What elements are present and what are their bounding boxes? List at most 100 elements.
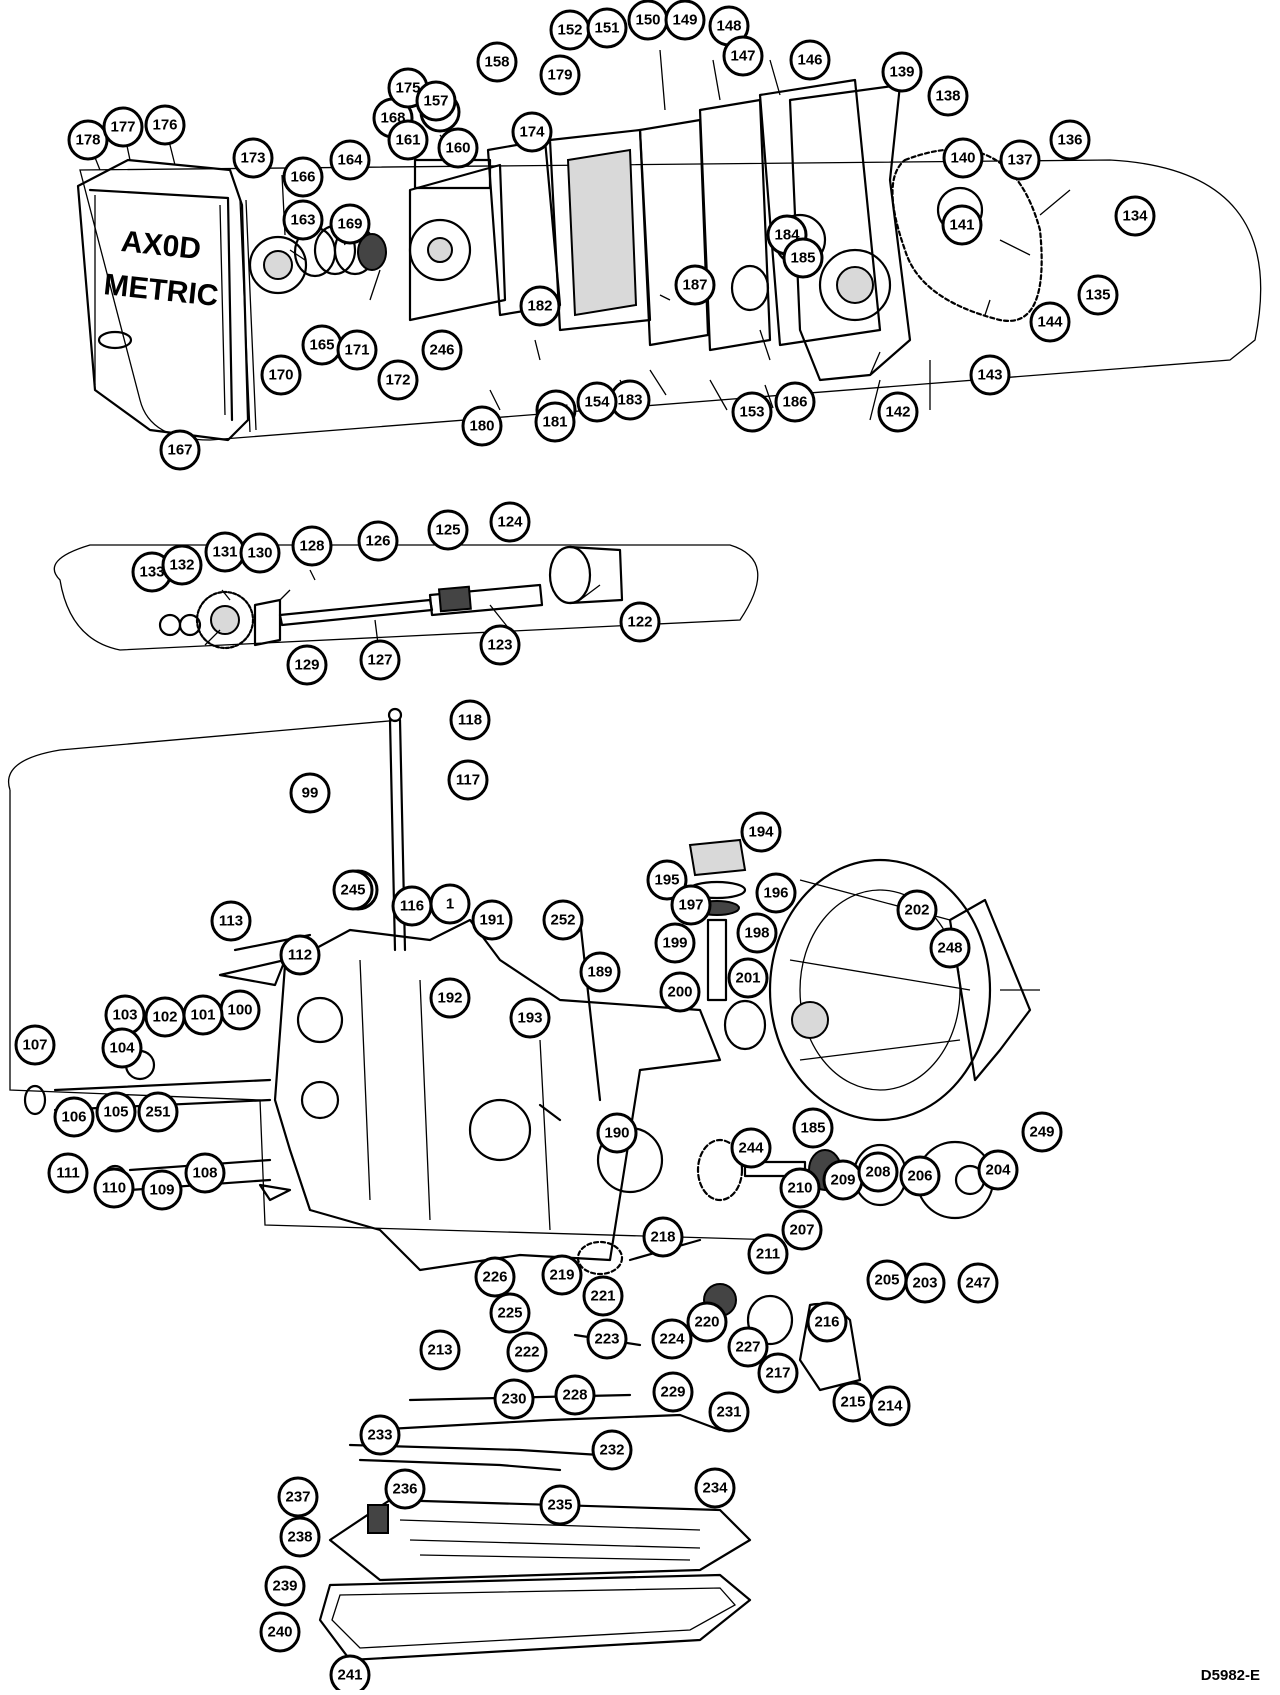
- callout-number: 241: [337, 1667, 362, 1684]
- callout-number: 210: [787, 1180, 812, 1197]
- callout-bubble: [881, 51, 923, 93]
- callout-bubble: [329, 139, 371, 181]
- callout-number: 122: [627, 614, 652, 631]
- callout-bubble: [415, 80, 457, 122]
- callout-number: 208: [865, 1164, 890, 1181]
- callout-bubble: [47, 1152, 89, 1194]
- callout-number: 198: [744, 925, 769, 942]
- callout-bubble: [141, 1169, 183, 1211]
- callout-bubble: [755, 872, 797, 914]
- callout-number: 193: [517, 1010, 542, 1027]
- callout-number: 133: [139, 564, 164, 581]
- callout-number: 170: [268, 367, 293, 384]
- callout-bubble: [286, 644, 328, 686]
- callout-108: 108: [184, 1152, 226, 1194]
- callout-bubble: [519, 285, 561, 327]
- callout-number: 195: [654, 872, 679, 889]
- callout-bubble: [1049, 119, 1091, 161]
- callout-number: 175: [395, 80, 420, 97]
- callout-bubble: [421, 329, 463, 371]
- callout-bubble: [1114, 195, 1156, 237]
- callout-200: 200: [659, 971, 701, 1013]
- callout-196: 196: [755, 872, 797, 914]
- callout-bubble: [582, 1275, 624, 1317]
- callout-number: 135: [1085, 287, 1110, 304]
- callout-number: 200: [667, 984, 692, 1001]
- callout-bubble: [437, 127, 479, 169]
- callout-number: 150: [635, 12, 660, 29]
- callout-bubble: [329, 203, 371, 245]
- callout-100: 100: [219, 989, 261, 1031]
- callout-134: 134: [1114, 195, 1156, 237]
- callout-number: 224: [659, 1331, 685, 1348]
- callout-195: 195: [646, 859, 688, 901]
- callout-227: 227: [727, 1326, 769, 1368]
- callout-104: 104: [101, 1027, 143, 1069]
- callout-number: 118: [458, 712, 482, 729]
- callout-number: 186: [782, 394, 807, 411]
- callout-232: 232: [591, 1429, 633, 1471]
- callout-number: 124: [497, 514, 523, 531]
- callout-number: 230: [501, 1391, 526, 1408]
- callout-number: 129: [294, 657, 319, 674]
- callout-bubble: [493, 1378, 535, 1420]
- callout-number: 117: [456, 772, 480, 789]
- callout-number: 130: [247, 545, 272, 562]
- callout-235: 235: [539, 1484, 581, 1526]
- callout-251: 251: [137, 1091, 179, 1133]
- callout-number: 157: [423, 93, 448, 110]
- callout-number: 112: [288, 947, 312, 964]
- callout-number: 223: [594, 1331, 619, 1348]
- callout-number: 1: [446, 896, 454, 913]
- callout-number: 183: [617, 392, 642, 409]
- callout-117: 117: [447, 759, 489, 801]
- callout-number: 102: [152, 1009, 177, 1026]
- callout-129: 129: [286, 644, 328, 686]
- callout-174: 174: [511, 111, 553, 153]
- callout-bubble: [757, 1352, 799, 1394]
- callout-bubble: [730, 1127, 772, 1169]
- callout-118: 118: [449, 699, 491, 741]
- callout-244: 244: [730, 1127, 772, 1169]
- callout-number: 165: [309, 337, 334, 354]
- callout-109: 109: [141, 1169, 183, 1211]
- callout-bubble: [664, 0, 706, 41]
- callout-bubble: [708, 1391, 750, 1433]
- callout-bubble: [419, 1329, 461, 1371]
- callout-bubble: [260, 354, 302, 396]
- callout-bubble: [1029, 301, 1071, 343]
- callout-number: 161: [395, 132, 420, 149]
- callout-number: 204: [985, 1162, 1011, 1179]
- callout-bubble: [279, 1516, 321, 1558]
- callout-number: 252: [550, 912, 575, 929]
- callout-number: 136: [1057, 132, 1082, 149]
- callout-219: 219: [541, 1254, 583, 1296]
- callout-number: 144: [1037, 314, 1063, 331]
- callout-number: 199: [662, 935, 687, 952]
- callout-number: 180: [469, 418, 494, 435]
- callout-number: 213: [427, 1342, 452, 1359]
- callout-number: 245: [340, 882, 365, 899]
- case-label-line2: METRIC: [102, 268, 220, 313]
- callout-163: 163: [282, 199, 324, 241]
- callout-140: 140: [942, 137, 984, 179]
- callout-124: 124: [489, 501, 531, 543]
- callout-217: 217: [757, 1352, 799, 1394]
- callout-number: 148: [716, 18, 741, 35]
- callout-number: 185: [790, 250, 815, 267]
- callout-152: 152: [549, 9, 591, 51]
- side-cover: AX0D METRIC: [76, 158, 250, 442]
- callout-bubble: [869, 1385, 911, 1427]
- callout-149: 149: [664, 0, 706, 41]
- callout-number: 219: [549, 1267, 574, 1284]
- callout-bubble: [161, 544, 203, 586]
- callout-number: 146: [797, 52, 822, 69]
- callout-bubble: [210, 900, 252, 942]
- callout-132: 132: [161, 544, 203, 586]
- callout-125: 125: [427, 509, 469, 551]
- callout-bubble: [619, 601, 661, 643]
- callout-1: 1: [429, 883, 471, 925]
- callout-bubble: [232, 137, 274, 179]
- callout-bubble: [144, 996, 186, 1038]
- callout-bubble: [896, 889, 938, 931]
